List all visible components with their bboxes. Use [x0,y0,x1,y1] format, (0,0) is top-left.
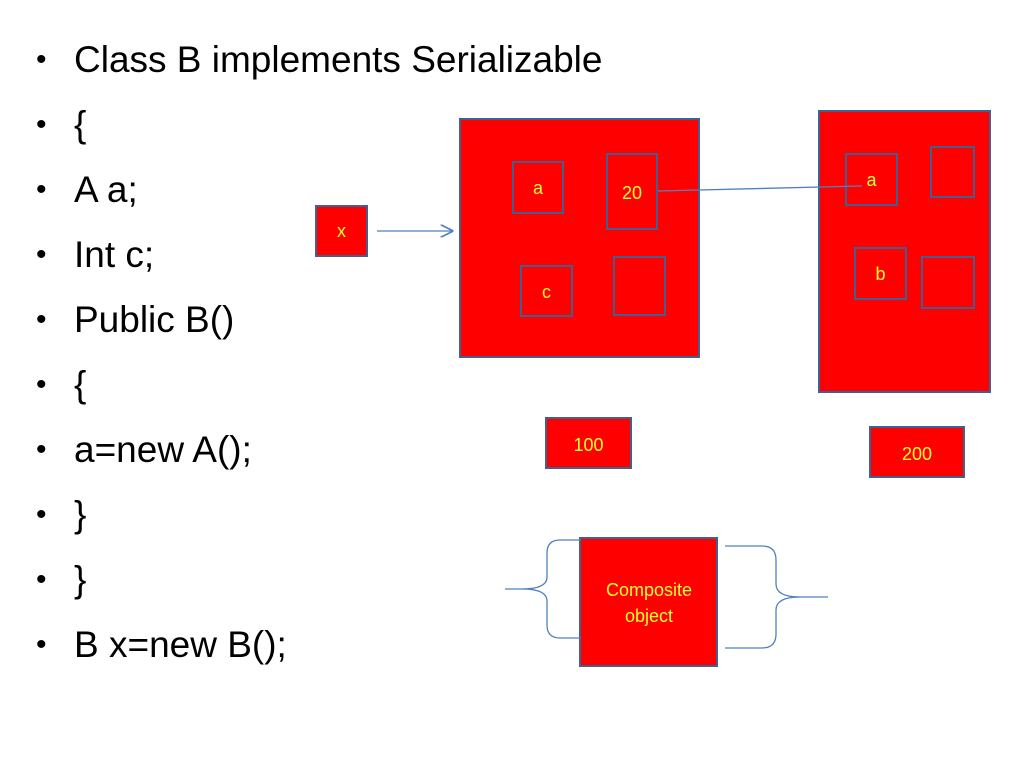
bullet-dot: • [36,563,47,596]
code-line: •A a; [36,160,602,225]
bullet-dot: • [36,498,47,531]
empty-slot [930,146,975,198]
field-a-slot: a [512,161,564,214]
bullet-dot: • [36,173,47,206]
code-line: •B x=new B(); [36,615,602,680]
field-a-slot: a [845,153,898,206]
address-100-box: 100 [545,417,632,469]
composite-object-label: Composite object [605,580,693,626]
code-line: •a=new A(); [36,420,602,485]
code-line: •{ [36,355,602,420]
field-c-slot: c [520,265,573,317]
field-20-slot: 20 [606,153,658,230]
bullet-dot: • [36,238,47,271]
bullet-dot: • [36,43,47,76]
reference-x-label: x [337,221,346,241]
code-line: •{ [36,95,602,160]
field-b-slot: b [854,247,907,300]
empty-slot [921,256,975,309]
empty-slot [613,256,666,316]
object-a-box: a b [818,110,991,393]
code-line: •Class B implements Serializable [36,30,602,95]
bullet-dot: • [36,628,47,661]
bullet-dot: • [36,368,47,401]
bullet-dot: • [36,108,47,141]
code-line: •} [36,485,602,550]
reference-x-box: x [315,205,368,257]
bullet-dot: • [36,303,47,336]
code-line: •Public B() [36,290,602,355]
code-line: •} [36,550,602,615]
code-line: •Int c; [36,225,602,290]
right-brace [725,545,828,649]
composite-object-box: Composite object [579,537,718,667]
address-200-box: 200 [869,426,965,478]
bullet-dot: • [36,433,47,466]
code-bullet-list: •Class B implements Serializable •{ •A a… [36,30,602,680]
object-b-box: a 20 c [459,118,700,358]
